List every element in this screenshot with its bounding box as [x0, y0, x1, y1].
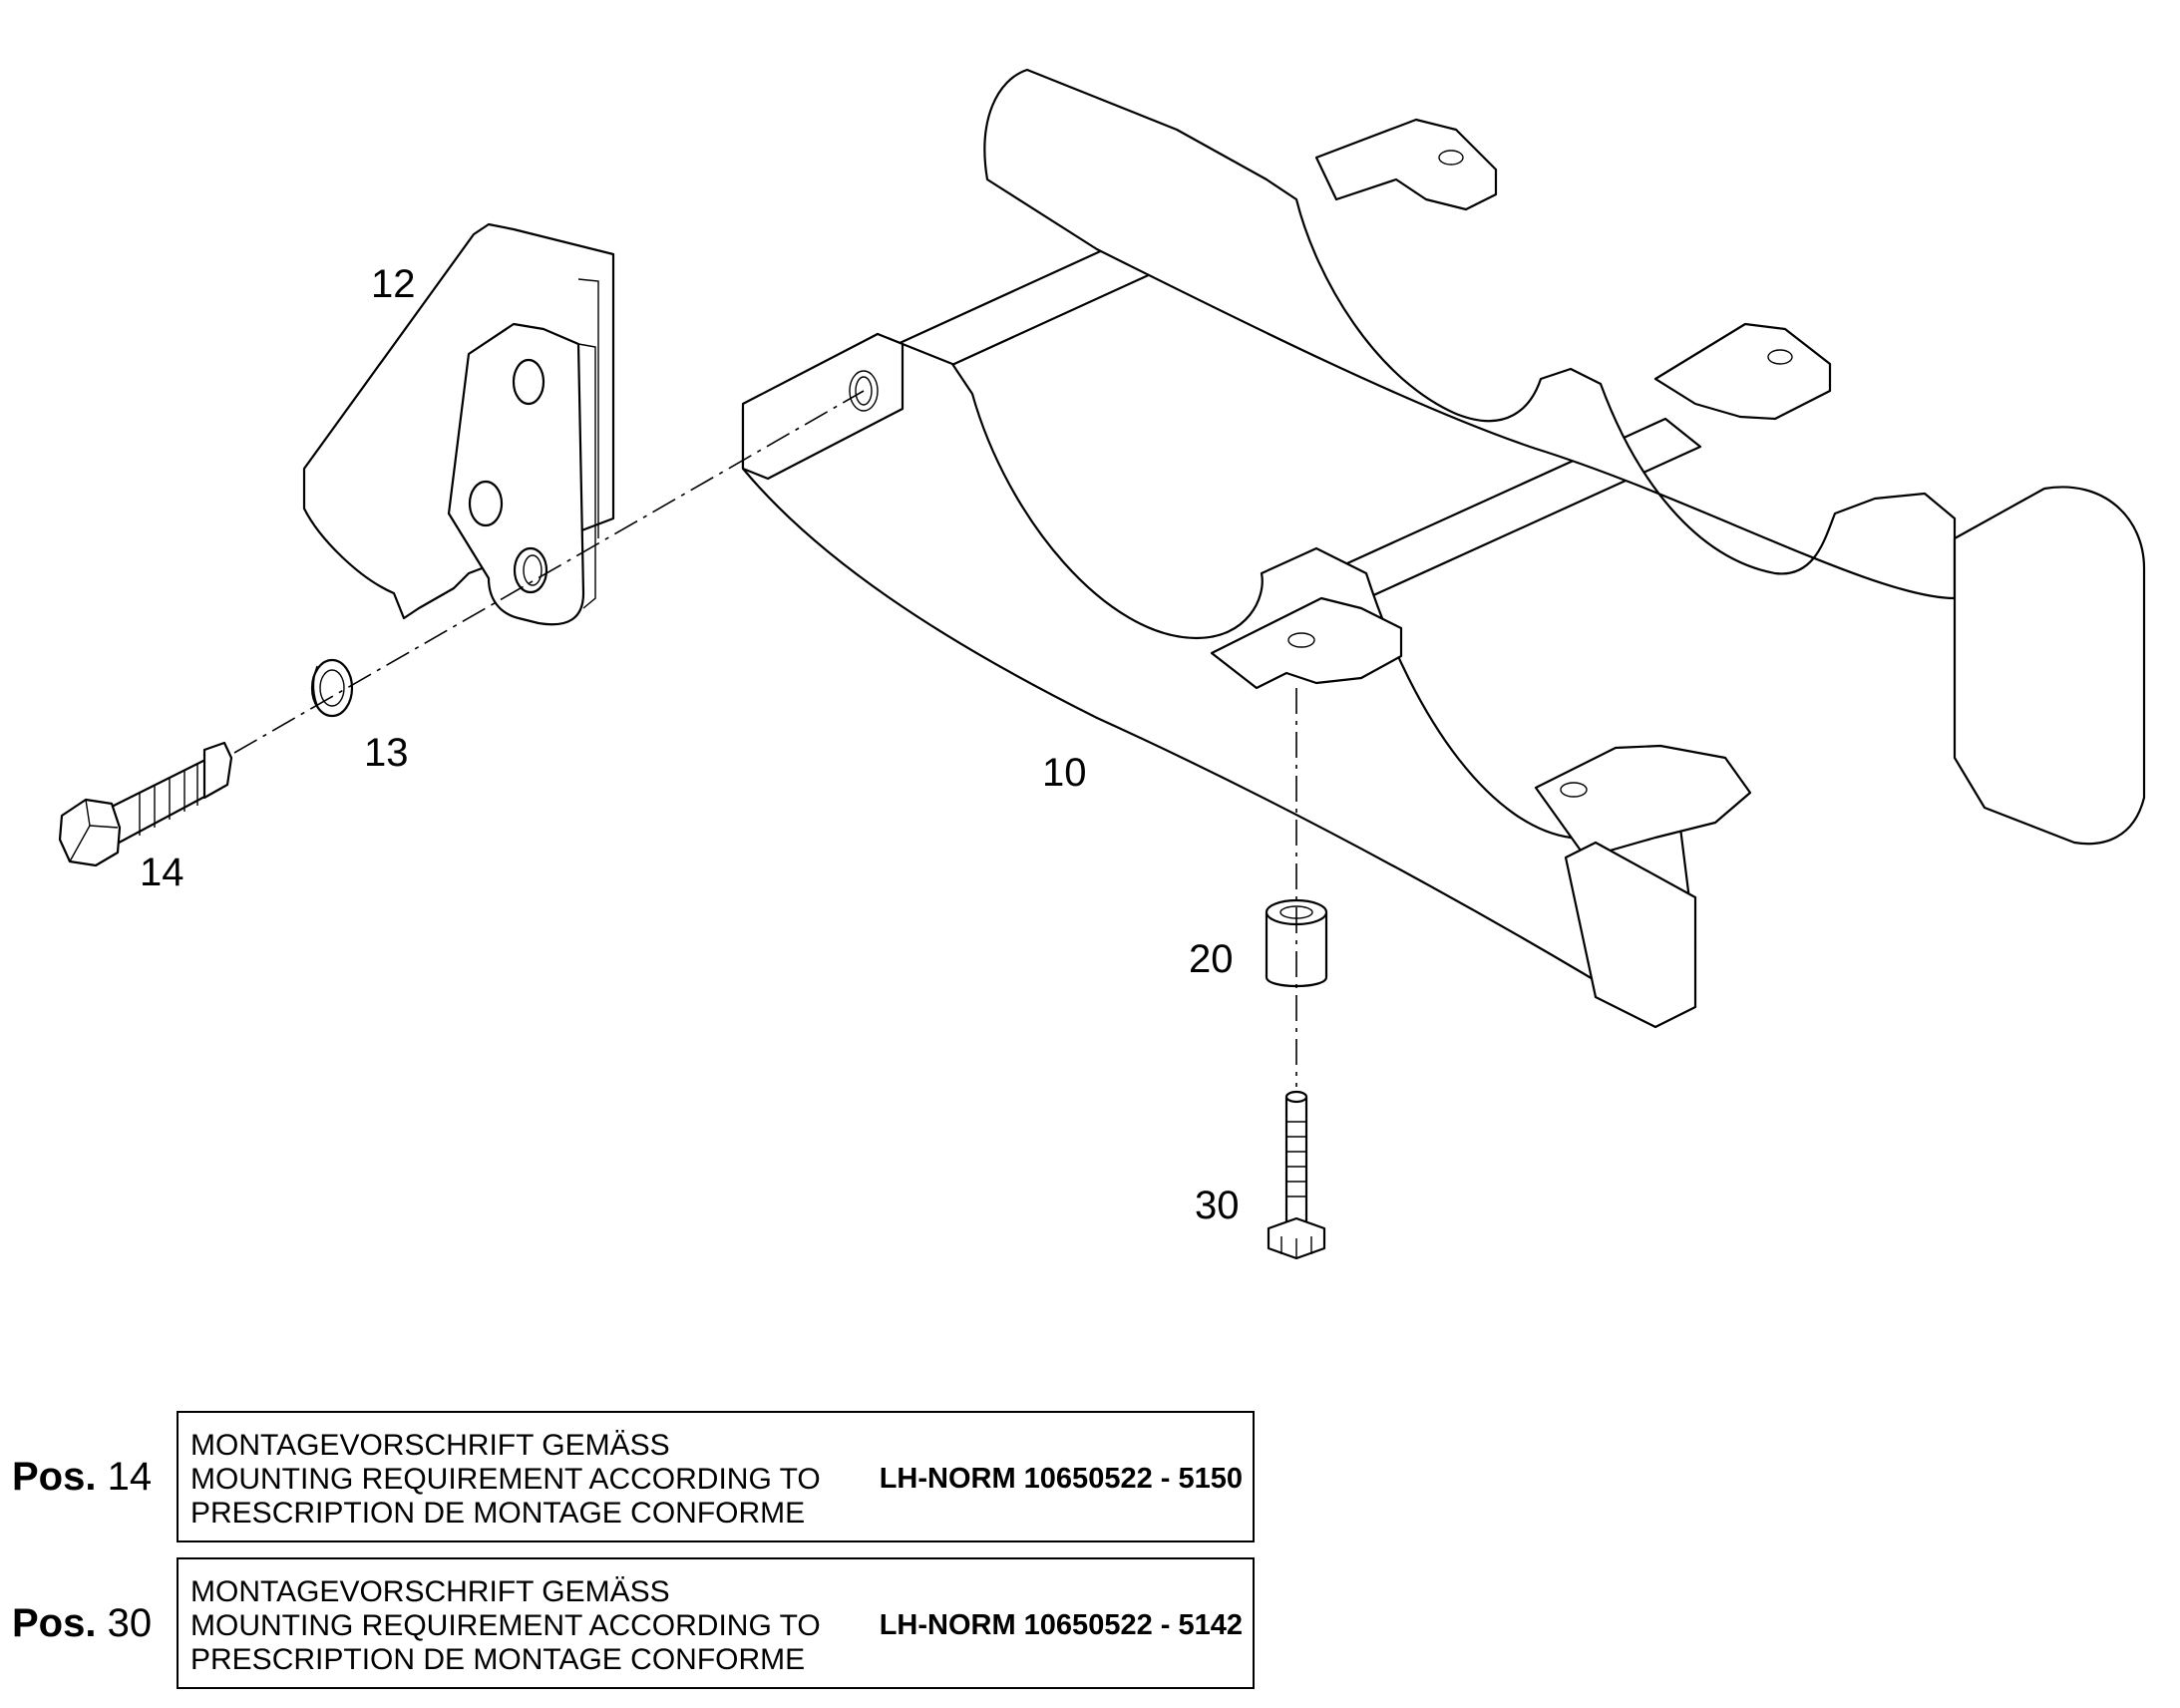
- note-box: MONTAGEVORSCHRIFT GEMÄSS MOUNTING REQUIR…: [177, 1411, 1255, 1542]
- mounting-note-pos-30: Pos. 30 MONTAGEVORSCHRIFT GEMÄSS MOUNTIN…: [0, 1557, 1296, 1693]
- pos-label: Pos. 14: [12, 1455, 152, 1500]
- callout-12: 12: [371, 262, 416, 306]
- norm-reference: LH-NORM 10650522 - 5142: [879, 1609, 1243, 1641]
- assembly-axis-left: [233, 390, 865, 754]
- note-text: MONTAGEVORSCHRIFT GEMÄSS MOUNTING REQUIR…: [190, 1575, 821, 1677]
- pos-number: 30: [107, 1601, 153, 1645]
- pos-word: Pos.: [12, 1455, 97, 1499]
- norm-reference: LH-NORM 10650522 - 5150: [879, 1463, 1243, 1495]
- callout-14: 14: [140, 851, 184, 894]
- note-line-de: MONTAGEVORSCHRIFT GEMÄSS: [190, 1575, 670, 1608]
- note-line-en: MOUNTING REQUIREMENT ACCORDING TO: [190, 1609, 821, 1642]
- note-line-en: MOUNTING REQUIREMENT ACCORDING TO: [190, 1463, 821, 1496]
- callout-30: 30: [1195, 1184, 1240, 1227]
- note-line-de: MONTAGEVORSCHRIFT GEMÄSS: [190, 1429, 670, 1462]
- callout-13: 13: [364, 731, 409, 775]
- note-line-fr: PRESCRIPTION DE MONTAGE CONFORME: [190, 1643, 806, 1676]
- bracket-part-12: [302, 222, 615, 626]
- frame-part-10: [741, 68, 2146, 1029]
- pos-label: Pos. 30: [12, 1601, 152, 1646]
- note-box: MONTAGEVORSCHRIFT GEMÄSS MOUNTING REQUIR…: [177, 1557, 1255, 1689]
- note-line-fr: PRESCRIPTION DE MONTAGE CONFORME: [190, 1497, 806, 1530]
- mounting-note-pos-14: Pos. 14 MONTAGEVORSCHRIFT GEMÄSS MOUNTIN…: [0, 1411, 1296, 1546]
- callout-10: 10: [1042, 751, 1087, 795]
- washer-part-13: [310, 658, 354, 718]
- bolt-part-30: [1267, 1090, 1326, 1260]
- pos-number: 14: [107, 1455, 153, 1499]
- bolt-part-14: [58, 741, 233, 867]
- pos-word: Pos.: [12, 1601, 97, 1645]
- note-text: MONTAGEVORSCHRIFT GEMÄSS MOUNTING REQUIR…: [190, 1429, 821, 1531]
- callout-20: 20: [1189, 937, 1234, 981]
